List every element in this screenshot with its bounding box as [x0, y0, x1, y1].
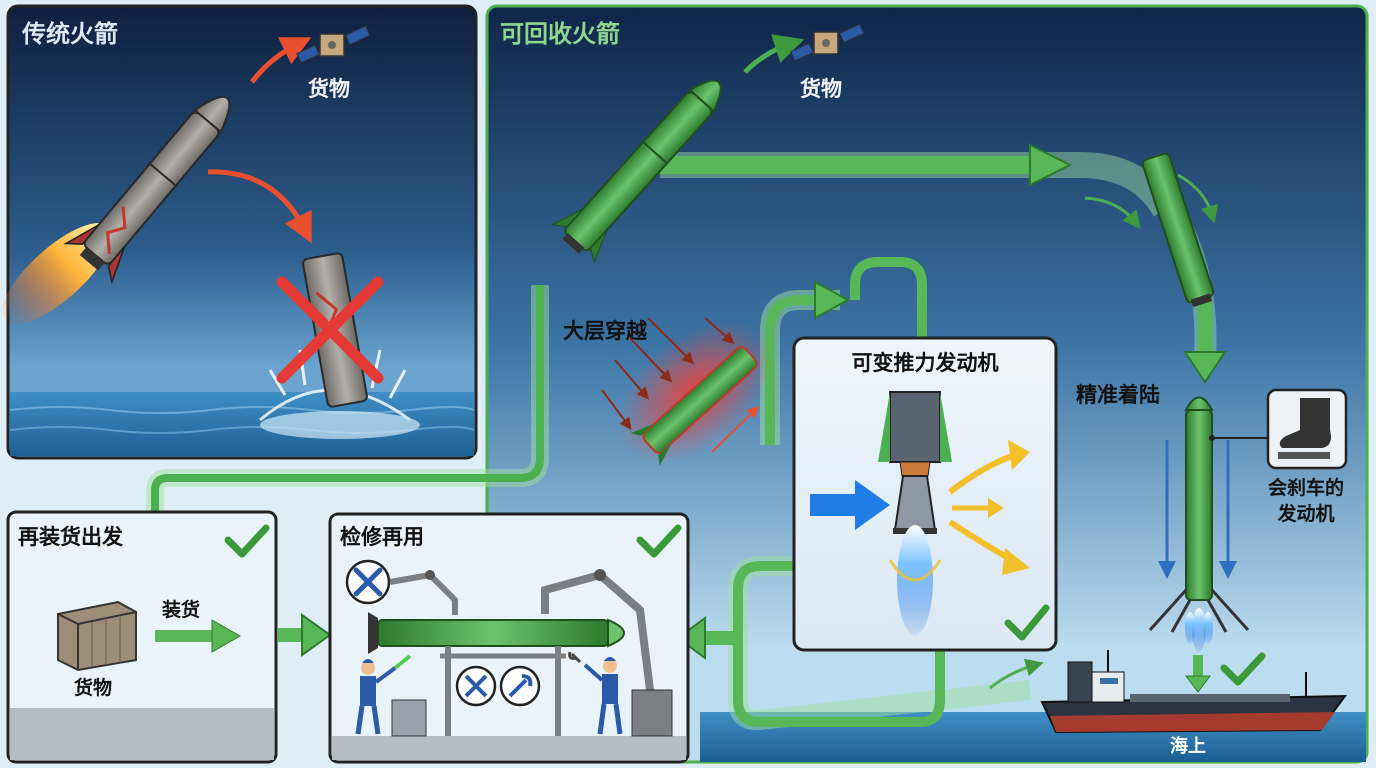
engine-panel: 可变推力发动机	[792, 336, 1058, 652]
reusable-title: 可回收火箭	[500, 20, 620, 48]
rocket-on-stand	[368, 612, 625, 736]
traditional-payload-label: 货物	[308, 77, 350, 101]
reusable-payload-label: 货物	[800, 77, 842, 101]
maintenance-panel: 检修再用	[328, 512, 690, 764]
reload-panel: 再装货出发 货物 装货	[6, 510, 278, 764]
crash-arrow	[207, 169, 312, 244]
crashed-stage	[259, 252, 420, 439]
boot-pedal-icon	[1266, 388, 1348, 470]
brake-label-line1: 会刹车的	[1268, 476, 1344, 499]
check-mark-icon	[636, 524, 682, 558]
landing-ship	[1040, 650, 1348, 734]
reentry-label: 大层穿越	[563, 319, 648, 343]
reload-cargo-label: 货物	[74, 676, 112, 699]
reusable-payload-arrow	[743, 34, 805, 74]
brake-label-line2: 发动机	[1276, 502, 1334, 525]
check-mark-icon	[224, 524, 270, 558]
traditional-title: 传统火箭	[21, 20, 118, 48]
worker-right	[568, 651, 623, 735]
descending-stage	[1141, 152, 1215, 308]
worker-left	[355, 654, 412, 735]
wrench-screwdriver-icon	[345, 559, 391, 605]
check-mark-icon	[1220, 652, 1266, 686]
control-console	[391, 699, 427, 737]
check-mark-icon	[1004, 604, 1050, 641]
maintenance-title: 检修再用	[340, 525, 424, 549]
satellite-icon	[296, 25, 371, 64]
reentry-rocket: 大层穿越	[563, 317, 773, 466]
traditional-rocket	[2, 95, 231, 325]
landing-rocket	[1148, 396, 1270, 652]
engine-title: 可变推力发动机	[852, 351, 999, 375]
sea-label: 海上	[1170, 735, 1206, 757]
satellite-icon	[790, 23, 865, 62]
landing-label: 精准着陆	[1076, 383, 1160, 407]
cross-mark-icon	[276, 276, 384, 384]
traditional-payload-arrow	[250, 37, 312, 84]
traditional-panel: 传统火箭 货物	[2, 4, 478, 460]
cargo-crate-icon	[57, 600, 137, 672]
reload-load-label: 装货	[161, 598, 200, 621]
reload-title: 再装货出发	[18, 525, 124, 549]
reusable-rocket-ascent	[551, 79, 722, 264]
